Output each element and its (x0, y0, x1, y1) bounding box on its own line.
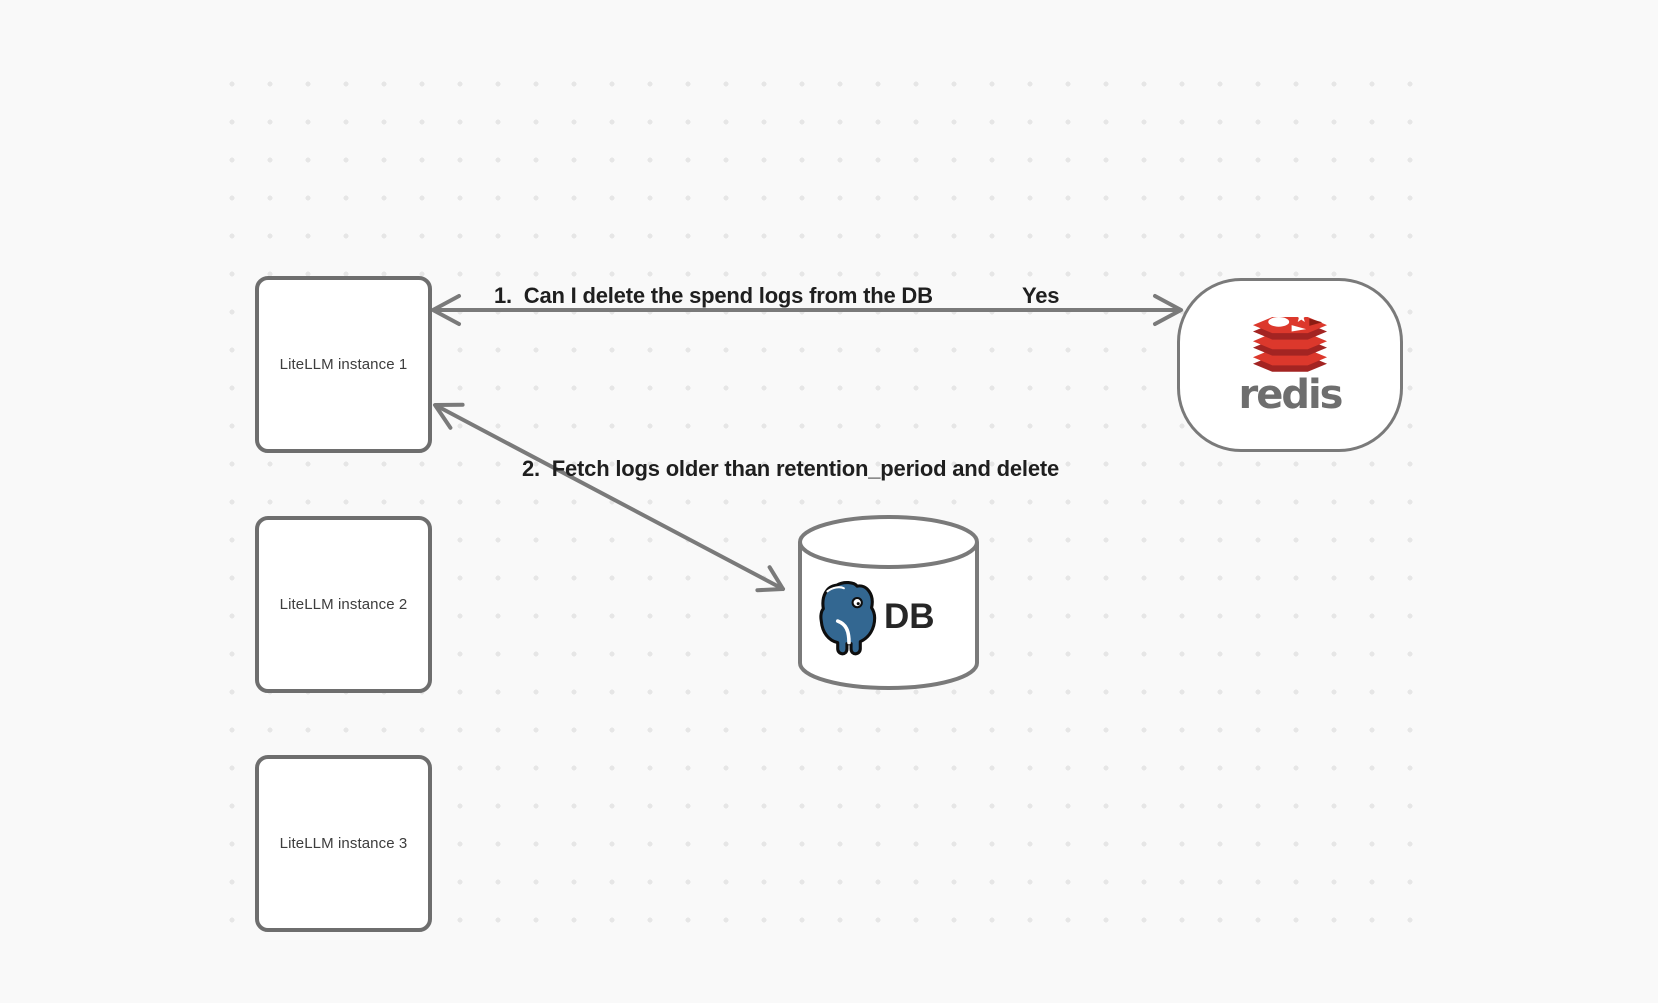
litellm-instance-3-label: LiteLLM instance 3 (279, 835, 408, 852)
litellm-instance-1-node: LiteLLM instance 1 (255, 276, 432, 453)
litellm-instance-2-node: LiteLLM instance 2 (255, 516, 432, 693)
litellm-instance-1-label: LiteLLM instance 1 (279, 356, 408, 373)
redis-logo-icon (1252, 311, 1328, 372)
edge-litellm-db (433, 402, 785, 593)
edge-1-arrowhead-left (431, 294, 461, 326)
redis-node: redis (1177, 278, 1403, 452)
edge-litellm-redis (431, 294, 1183, 326)
edge-2-arrowhead-upper (433, 402, 465, 430)
edge-1-label: 1. Can I delete the spend logs from the … (494, 283, 933, 308)
database-node: DB (796, 513, 981, 692)
edge-2-arrowhead-lower (755, 565, 785, 593)
edge-2-label: 2. Fetch logs older than retention_perio… (522, 456, 1060, 481)
litellm-instance-3-node: LiteLLM instance 3 (255, 755, 432, 932)
redis-wordmark: redis (1238, 372, 1343, 418)
edge-1-arrowhead-right (1153, 294, 1183, 326)
edge-2-line (435, 404, 785, 591)
database-label: DB (884, 597, 935, 636)
postgresql-elephant-icon (819, 581, 877, 656)
litellm-instance-2-label: LiteLLM instance 2 (279, 596, 408, 613)
edge-1-response-label: Yes (1022, 283, 1060, 308)
